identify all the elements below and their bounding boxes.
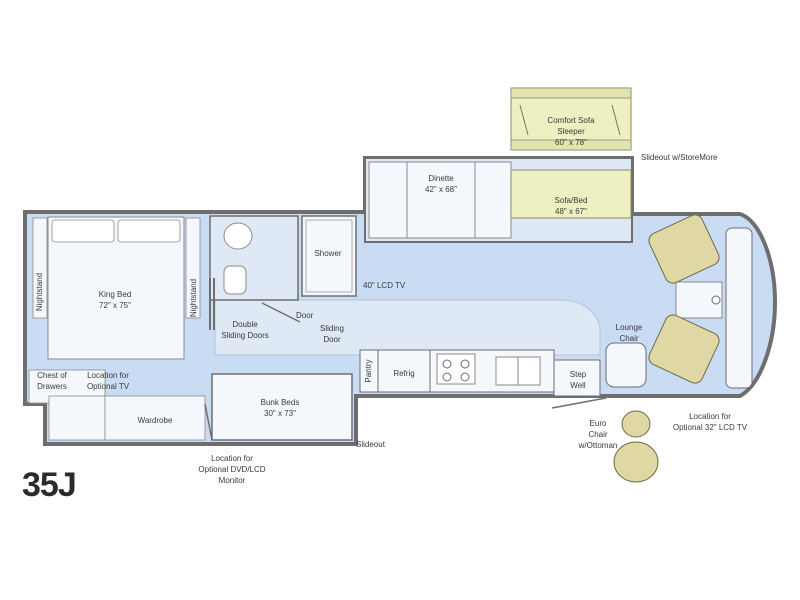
euro-chair-label-3: w/Ottoman	[578, 441, 618, 450]
euro-chair	[613, 441, 659, 483]
comfort-sofa-sleeper	[510, 87, 632, 151]
step-well-label-2: Well	[570, 381, 586, 390]
comfort-sofa-label-2: Sleeper	[557, 127, 585, 136]
shower	[301, 215, 357, 297]
stove	[436, 353, 476, 385]
optional-tv-label-1: Location for	[87, 371, 129, 380]
dashboard	[725, 227, 753, 389]
sofa-bed-size: 48" x 67"	[555, 207, 587, 216]
bed-pillow-right	[117, 219, 181, 243]
bunk-beds	[211, 373, 353, 441]
sofa-bed	[510, 169, 632, 219]
euro-chair-label-2: Chair	[588, 430, 607, 439]
dinette-bench-right	[474, 161, 512, 239]
bunk-beds-size: 30" x 73"	[264, 409, 296, 418]
bunk-beds-label: Bunk Beds	[261, 398, 300, 407]
toilet	[223, 265, 247, 295]
optional-tv-label-2: Optional TV	[87, 382, 130, 391]
dvd-label-1: Location for	[211, 454, 253, 463]
comfort-sofa-size: 60" x 78"	[555, 138, 587, 147]
wardrobe	[104, 395, 206, 441]
pantry-label: Pantry	[364, 359, 373, 382]
wardrobe-label: Wardrobe	[138, 416, 173, 425]
comfort-sofa-label-1: Comfort Sofa	[547, 116, 595, 125]
nightstand-right	[185, 217, 201, 319]
sink	[223, 222, 253, 250]
optional-32-label-1: Location for	[689, 412, 731, 421]
chest-label-1: Chest of	[37, 371, 68, 380]
sliding-door-label-2: Door	[323, 335, 341, 344]
ottoman	[621, 410, 651, 438]
step-well	[553, 359, 601, 397]
sofa-bed-label: Sofa/Bed	[555, 196, 588, 205]
lounge-chair-label-1: Lounge	[616, 323, 643, 332]
cockpit-chair-bottom	[648, 314, 720, 384]
slideout-storemore-label: Slideout w/StoreMore	[641, 153, 718, 162]
shower-label: Shower	[314, 249, 341, 258]
dinette-label: Dinette	[428, 174, 454, 183]
euro-chair-label-1: Euro	[590, 419, 607, 428]
slideout-bottom-label: Slideout	[356, 440, 386, 449]
cockpit-console	[675, 281, 723, 319]
bathroom	[209, 215, 299, 301]
optional-32-label-2: Optional 32" LCD TV	[673, 423, 748, 432]
king-bed-label: King Bed	[99, 290, 131, 299]
nightstand-right-label: Nightstand	[189, 279, 198, 317]
bottom-closet	[48, 395, 106, 441]
dinette-size: 42" x 68"	[425, 185, 457, 194]
lounge-chair-label-2: Chair	[619, 334, 638, 343]
nightstand-left	[32, 217, 48, 319]
nightstand-left-label: Nightstand	[35, 273, 44, 311]
double-doors-label-2: Sliding Doors	[221, 331, 269, 340]
dvd-label-2: Optional DVD/LCD	[198, 465, 265, 474]
dvd-label-3: Monitor	[219, 476, 246, 485]
dinette-table	[406, 161, 476, 239]
model-number: 35J	[22, 466, 77, 504]
step-well-label-1: Step	[570, 370, 587, 379]
king-bed-size: 72" x 75"	[99, 301, 131, 310]
walkway	[214, 299, 601, 356]
cockpit-chair-top	[648, 214, 720, 284]
refrig-label: Refrig	[393, 369, 414, 378]
chest-label-2: Drawers	[37, 382, 67, 391]
lcd-40-label: 40" LCD TV	[363, 281, 406, 290]
double-doors-label-1: Double	[232, 320, 258, 329]
bed-pillow-left	[51, 219, 115, 243]
dinette-bench-left	[368, 161, 408, 239]
door-label: Door	[296, 311, 314, 320]
lounge-chair	[605, 342, 647, 388]
sliding-door-label-1: Sliding	[320, 324, 344, 333]
